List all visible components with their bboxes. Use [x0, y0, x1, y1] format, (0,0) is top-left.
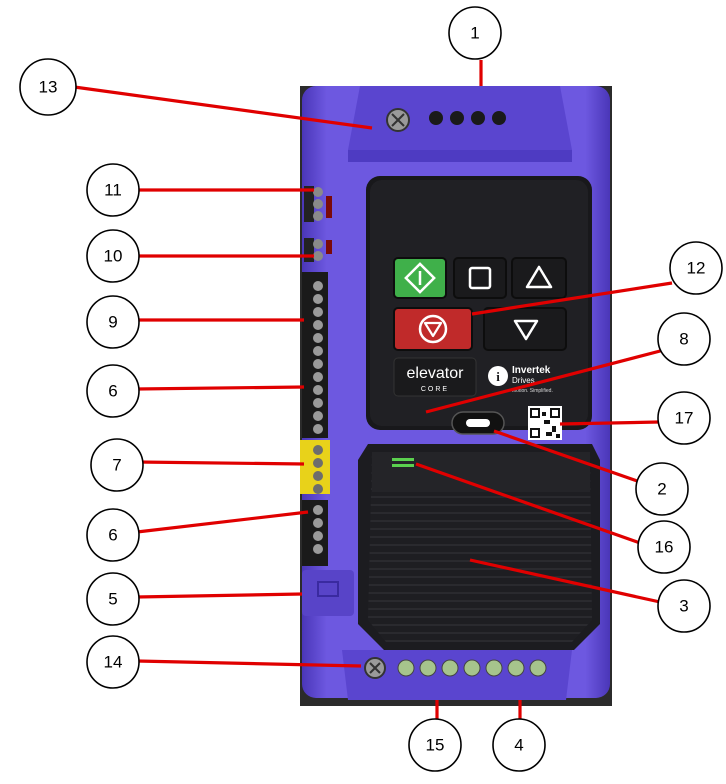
down-button[interactable]	[483, 307, 567, 351]
svg-text:13: 13	[39, 78, 58, 97]
svg-text:5: 5	[108, 590, 117, 609]
status-led	[392, 458, 414, 461]
callout-9: 9	[86, 295, 140, 349]
leader-lines	[66, 60, 673, 725]
maker-line2: Drives	[512, 376, 535, 385]
svg-text:4: 4	[514, 736, 523, 755]
svg-text:6: 6	[108, 526, 117, 545]
brand-line2: CORE	[421, 386, 449, 393]
left-terminal-strip	[300, 186, 354, 616]
maker-line1: Invertek	[512, 365, 551, 376]
callout-8: 8	[657, 312, 711, 366]
qr-code	[528, 406, 562, 440]
svg-text:1: 1	[470, 24, 479, 43]
rj45-port-cover	[302, 570, 354, 616]
svg-text:14: 14	[104, 653, 123, 672]
callout-17: 17	[657, 391, 711, 445]
svg-text:11: 11	[104, 181, 122, 200]
callout-11: 11	[86, 163, 140, 217]
svg-text:3: 3	[679, 597, 688, 616]
callout-15: 15	[408, 718, 462, 772]
callout-4: 4	[492, 718, 546, 772]
svg-text:15: 15	[426, 736, 445, 755]
svg-text:10: 10	[104, 247, 123, 266]
callout-6-upper: 6	[86, 364, 140, 418]
svg-text:7: 7	[112, 456, 121, 475]
callout-5: 5	[86, 572, 140, 626]
svg-text:16: 16	[655, 538, 674, 557]
svg-text:6: 6	[108, 382, 117, 401]
callout-13: 13	[19, 58, 77, 116]
stop-button[interactable]	[393, 307, 473, 351]
svg-text:8: 8	[679, 330, 688, 349]
square-button[interactable]	[453, 257, 507, 299]
svg-text:i: i	[496, 369, 500, 384]
svg-text:12: 12	[687, 259, 706, 278]
brand-line1: elevator	[407, 365, 465, 382]
callout-1: 1	[448, 6, 502, 60]
svg-text:17: 17	[675, 409, 694, 428]
maker-tagline: Motion. Simplified.	[512, 388, 553, 394]
top-terminal-block	[386, 108, 506, 132]
up-button[interactable]	[511, 257, 567, 299]
digital-io-terminals	[313, 281, 323, 434]
callout-10: 10	[86, 229, 140, 283]
svg-text:2: 2	[657, 480, 666, 499]
svg-text:9: 9	[108, 313, 117, 332]
callout-16: 16	[637, 520, 691, 574]
callout-14: 14	[86, 635, 140, 689]
callout-2: 2	[635, 462, 689, 516]
keypad-panel: elevator CORE i Invertek Drives Motion. …	[366, 176, 592, 440]
maker-logo-icon	[488, 366, 508, 386]
terminal-cover	[358, 444, 600, 650]
callout-7: 7	[90, 438, 144, 492]
callout-6-lower: 6	[86, 508, 140, 562]
callouts: 1 13 11 10 9 6 7 6 5 14 15 4 3 16 2 17 8…	[19, 6, 723, 772]
bottom-terminal-block	[364, 657, 547, 679]
callout-12: 12	[669, 241, 723, 295]
callout-3: 3	[657, 579, 711, 633]
